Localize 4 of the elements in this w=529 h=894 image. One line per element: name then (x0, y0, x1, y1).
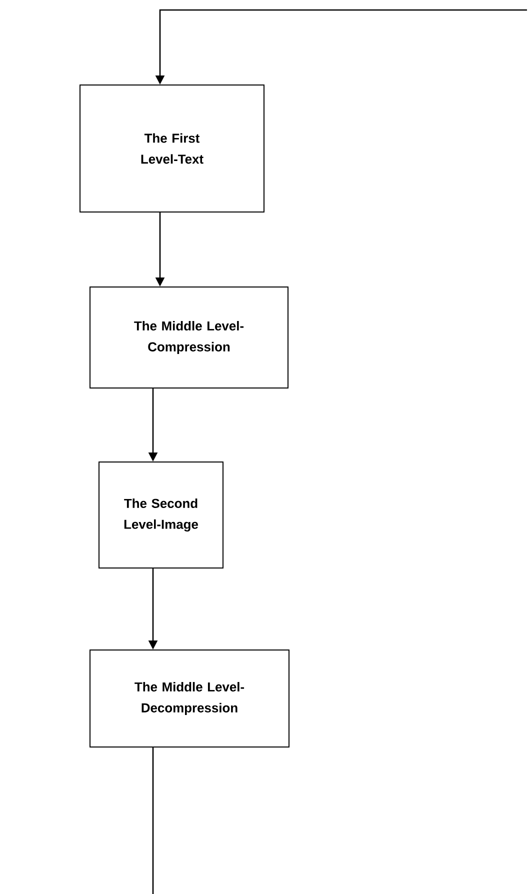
process-box: The Second Level-Image (98, 462, 224, 568)
process-box: The First Level-Text (80, 84, 264, 212)
process-box: The Middle Level-Decompression (90, 650, 290, 748)
process-box: The Middle Level-Compression (90, 286, 288, 388)
